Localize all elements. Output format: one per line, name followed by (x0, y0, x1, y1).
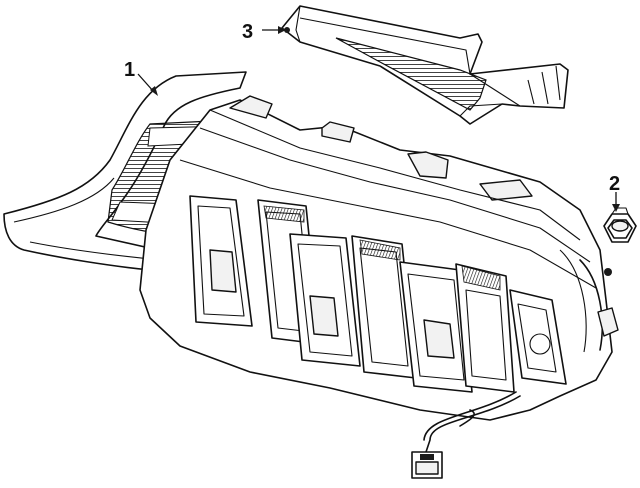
callout-leader-1 (137, 73, 158, 96)
callout-number-3: 3 (242, 21, 253, 43)
lamp-seal-bracket-icon[interactable] (281, 5, 569, 125)
connector-plug-icon (411, 451, 443, 479)
socket-cavity (399, 261, 473, 393)
callout-number-2: 2 (609, 173, 620, 195)
socket-cavity (189, 195, 253, 327)
tail-lamp-assembly-icon[interactable] (3, 71, 619, 479)
callout-number-1: 1 (124, 59, 135, 81)
socket-cavity (509, 289, 567, 385)
socket-cavity (455, 263, 515, 393)
callout-leader-3 (262, 26, 286, 34)
callout-leader-2 (612, 192, 620, 212)
socket-cavity (289, 233, 361, 367)
nut-icon[interactable] (603, 207, 637, 243)
